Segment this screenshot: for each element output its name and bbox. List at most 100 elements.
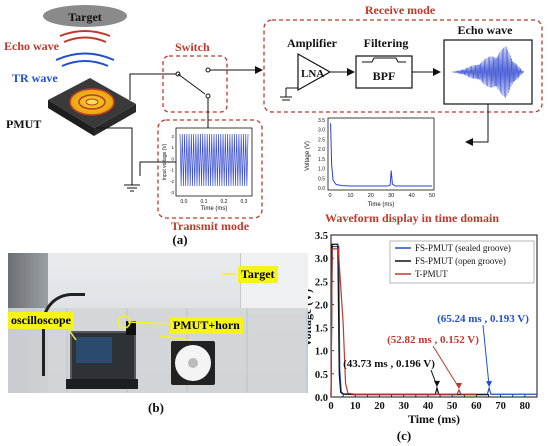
x-tick-label: 30 <box>398 401 409 412</box>
receive-xtick-label: 0 <box>328 193 331 199</box>
chart-xlabel: Time (ms) <box>408 412 460 426</box>
series-line <box>330 248 477 398</box>
receive-xtick-label: 30 <box>388 193 394 199</box>
chart-annotations: (65.24 ms , 0.193 V)(52.82 ms , 0.152 V)… <box>343 313 529 389</box>
receive-signal-waveform <box>330 123 432 187</box>
peak-annotation-arrow <box>432 345 460 389</box>
peak-annotation-arrowhead <box>456 382 463 389</box>
peak-annotation: (65.24 ms , 0.193 V) <box>437 313 529 325</box>
echo-burst-waveform <box>451 46 525 98</box>
photo-oscilloscope-tag: oscilloscope <box>8 312 74 329</box>
y-tick-label: 2.0 <box>315 300 328 311</box>
transmit-xtick-label: 0.1 <box>201 199 208 205</box>
legend-label: T-PMUT <box>415 269 448 279</box>
y-tick-label: 1.5 <box>315 324 328 335</box>
transmit-mode-box <box>157 119 263 219</box>
receive-ytick-label: 2.0 <box>318 147 325 153</box>
bpf-filter <box>355 55 413 89</box>
receive-ytick-label: 3.5 <box>318 118 325 124</box>
receive-signal-path <box>330 123 432 187</box>
lna-amplifier <box>297 52 332 92</box>
peak-annotation-arrowhead <box>486 381 493 388</box>
pmut-center <box>85 98 99 106</box>
echo-wave-box-label: Echo wave <box>458 23 514 37</box>
x-tick-label: 20 <box>374 401 385 412</box>
switch-label: Switch <box>175 40 210 54</box>
bpf-label: BPF <box>373 69 396 83</box>
receive-plot-xlabel: Time (ms) <box>368 202 395 208</box>
receive-mode-label: Receive mode <box>365 3 436 17</box>
horn-center <box>188 358 198 368</box>
x-tick-label: 50 <box>447 401 458 412</box>
receive-ytick-label: 0.5 <box>318 176 325 182</box>
tr-arc-2 <box>55 52 115 61</box>
legend-label: FS-PMUT (open groove) <box>415 256 506 266</box>
echo-arc-1 <box>59 30 111 37</box>
transmit-burst-waveform <box>179 133 249 187</box>
transmit-mode-label: Transmit mode <box>171 219 250 233</box>
tr-arc-1 <box>61 60 109 67</box>
y-tick-label: 0.5 <box>315 370 328 381</box>
transmit-ytick-label: -2 <box>170 179 174 184</box>
lna-label: LNA <box>301 68 324 80</box>
receive-plot-yticks: 3.53.02.52.01.51.00.50.0 <box>318 118 325 192</box>
pmut-horn-sensor <box>126 321 136 335</box>
filtering-label: Filtering <box>364 36 409 50</box>
peak-annotation-arrow <box>482 324 490 387</box>
y-tick-label: 3.0 <box>315 254 328 265</box>
x-tick-label: 0 <box>328 401 333 412</box>
echo-arc-2 <box>63 36 107 43</box>
transmit-ytick-label: 1 <box>171 145 174 150</box>
transmit-plot-yticks: 2 1 0 -1 -2 -3 <box>170 134 175 195</box>
y-tick-label: 3.5 <box>315 231 328 242</box>
chart-series <box>330 243 537 398</box>
caption-a: (a) <box>172 232 187 247</box>
photo-pmut-horn-tag: PMUT+horn <box>170 317 243 334</box>
transmit-ytick-label: 2 <box>171 134 174 139</box>
x-tick-label: 10 <box>350 401 361 412</box>
receive-xtick-label: 40 <box>409 193 415 199</box>
transmit-burst-path <box>179 133 249 187</box>
receive-xtick-label: 10 <box>347 193 353 199</box>
receive-ytick-label: 2.5 <box>318 137 325 143</box>
transmit-xtick-label: 0.2 <box>221 199 228 205</box>
photo-wall-corner <box>240 253 308 313</box>
panel-c: Waveform display in time domain 0.0 0.5 1.… <box>300 211 538 443</box>
pmut-wire-top <box>129 73 160 100</box>
receive-mode-box <box>263 19 543 113</box>
transmit-ytick-label: -1 <box>170 168 174 173</box>
transmit-plot-xticks: 0.0 0.1 0.2 0.3 <box>181 199 248 205</box>
amplifier-label: Amplifier <box>287 36 338 50</box>
x-tick-label: 40 <box>423 401 434 412</box>
peak-annotation-arrowhead <box>433 380 440 387</box>
transmit-ytick-label: 0 <box>171 156 174 161</box>
tr-wave-label: TR wave <box>12 71 58 85</box>
x-tick-label: 70 <box>495 401 506 412</box>
chart-title: Waveform display in time domain <box>325 211 499 225</box>
photo-target-tag: Target <box>238 266 278 283</box>
transmit-xtick-label: 0.3 <box>241 199 248 205</box>
panel-a: Target Echo wave TR wave PMUT Switch <box>4 3 543 247</box>
receive-ytick-label: 3.0 <box>318 128 325 134</box>
transmit-ytick-label: -3 <box>170 190 174 195</box>
transmit-xtick-label: 0.0 <box>181 199 188 205</box>
pmut-ring <box>78 94 106 110</box>
caption-b: (b) <box>148 400 164 415</box>
chart-legend <box>389 240 535 284</box>
target-ellipse <box>43 5 127 27</box>
oscilloscope-stand <box>66 379 138 389</box>
y-tick-label: 1.0 <box>315 347 328 358</box>
chart-legend-items: FS-PMUT (sealed groove) FS-PMUT (open gro… <box>395 243 511 279</box>
pmut-label: PMUT <box>6 117 41 131</box>
y-tick-label: 0.0 <box>315 393 328 404</box>
echo-wave-label: Echo wave <box>4 39 60 53</box>
receive-xtick-label: 50 <box>429 193 435 199</box>
transmit-plot-xlabel: Time (ms) <box>201 206 228 212</box>
target-label: Target <box>68 10 102 24</box>
legend-label: FS-PMUT (sealed groove) <box>415 243 511 253</box>
receive-plot-frame <box>327 117 435 191</box>
y-tick-label: 2.5 <box>315 277 328 288</box>
